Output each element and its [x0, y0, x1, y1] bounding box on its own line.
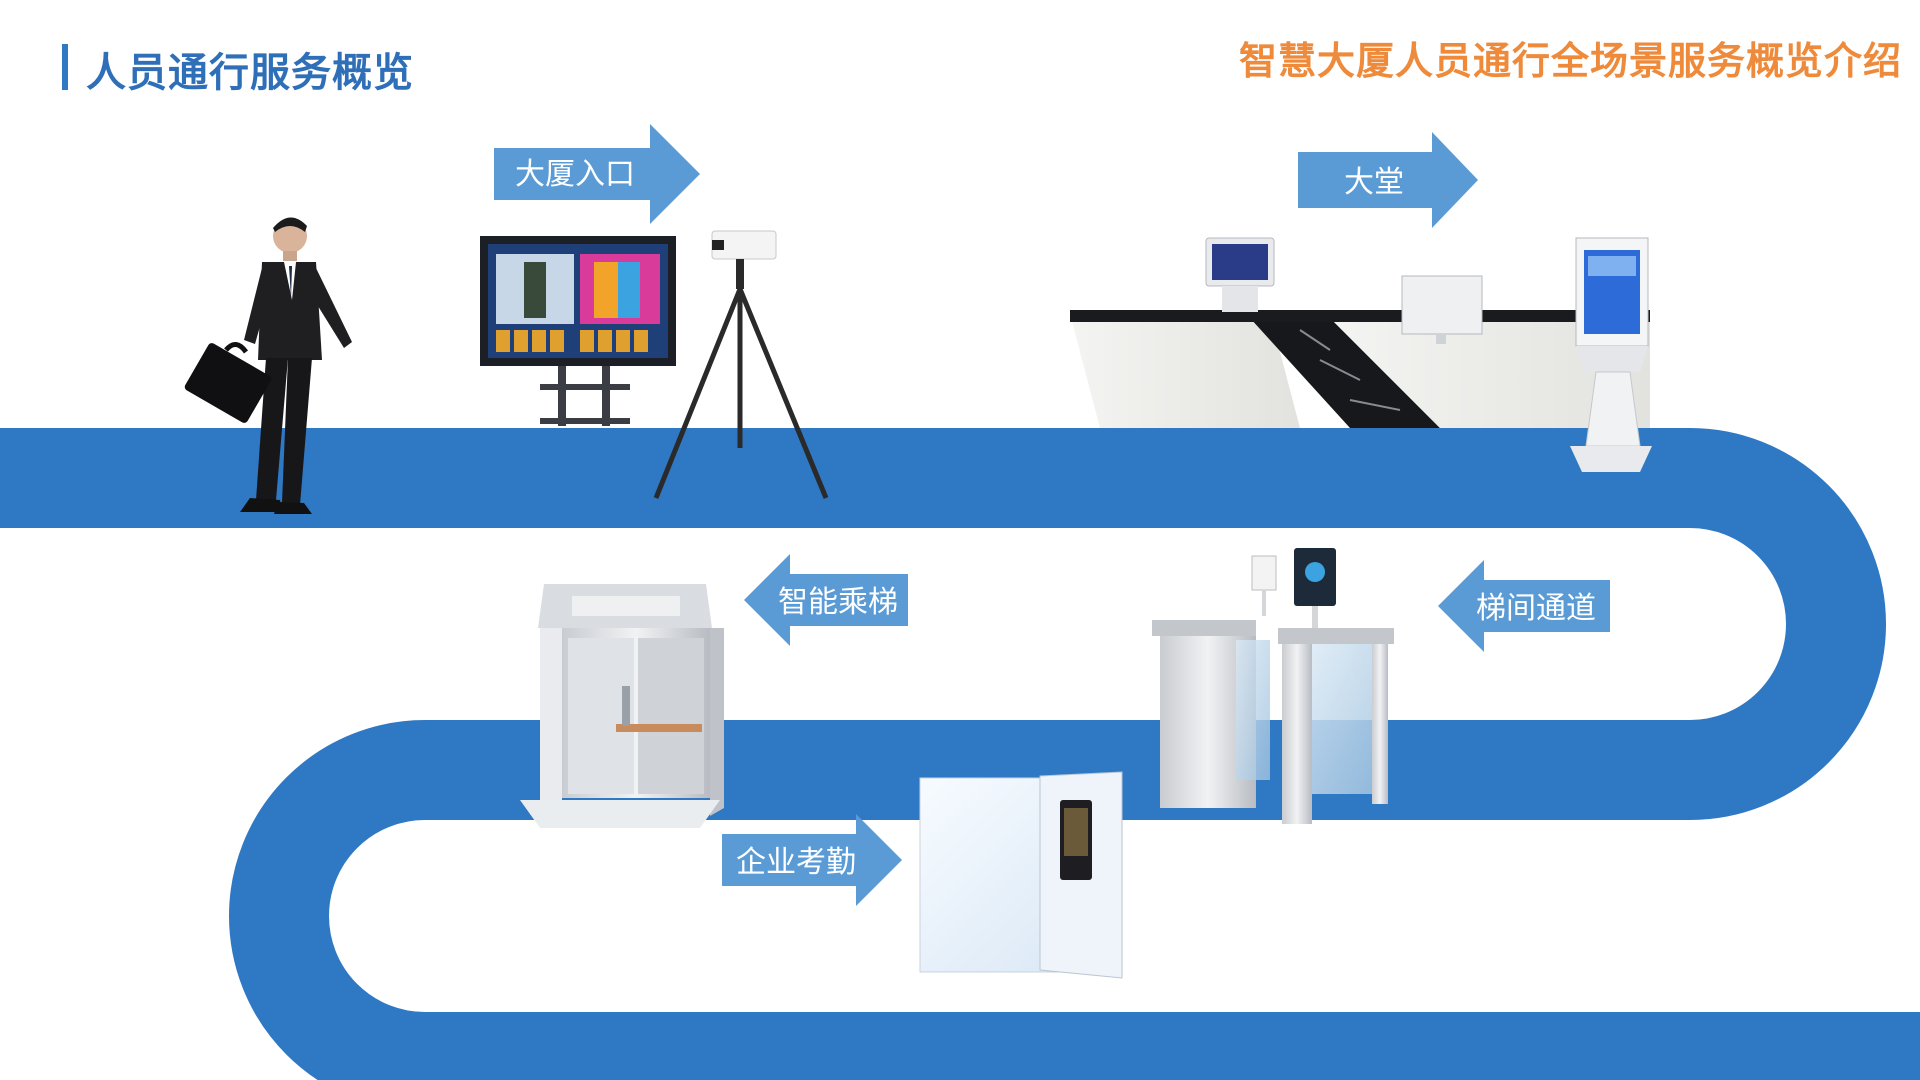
- step-label-enterprise-attendance: 企业考勤: [736, 845, 856, 880]
- step-label-building-entrance: 大厦入口: [515, 157, 635, 192]
- step-arrow-smart-elevator[interactable]: 智能乘梯: [744, 554, 908, 646]
- step-arrow-lobby[interactable]: 大堂: [1298, 132, 1478, 228]
- tripod-camera-illustration: [653, 230, 829, 499]
- step-arrow-enterprise-attendance[interactable]: 企业考勤: [722, 814, 902, 906]
- elevator-illustration: [520, 584, 724, 828]
- speed-gate-illustration: [1152, 548, 1394, 824]
- step-label-smart-elevator: 智能乘梯: [778, 585, 898, 620]
- step-label-lobby: 大堂: [1344, 165, 1404, 200]
- thermal-monitor-illustration: [480, 236, 676, 426]
- office-door-illustration: [919, 771, 1123, 979]
- step-label-elevator-passage: 梯间通道: [1476, 591, 1596, 626]
- step-arrow-building-entrance[interactable]: 大厦入口: [494, 124, 700, 224]
- kiosk-illustration: [1570, 237, 1652, 472]
- page-subtitle: 智慧大厦人员通行全场景服务概览介绍: [1238, 39, 1902, 83]
- step-arrow-elevator-passage[interactable]: 梯间通道: [1438, 560, 1610, 652]
- page-title: 人员通行服务概览: [86, 50, 414, 96]
- reception-desk-illustration: [1070, 237, 1650, 428]
- title-accent-bar: [62, 44, 68, 90]
- serpentine-path: [0, 428, 1920, 1080]
- businessman-illustration: [184, 217, 352, 514]
